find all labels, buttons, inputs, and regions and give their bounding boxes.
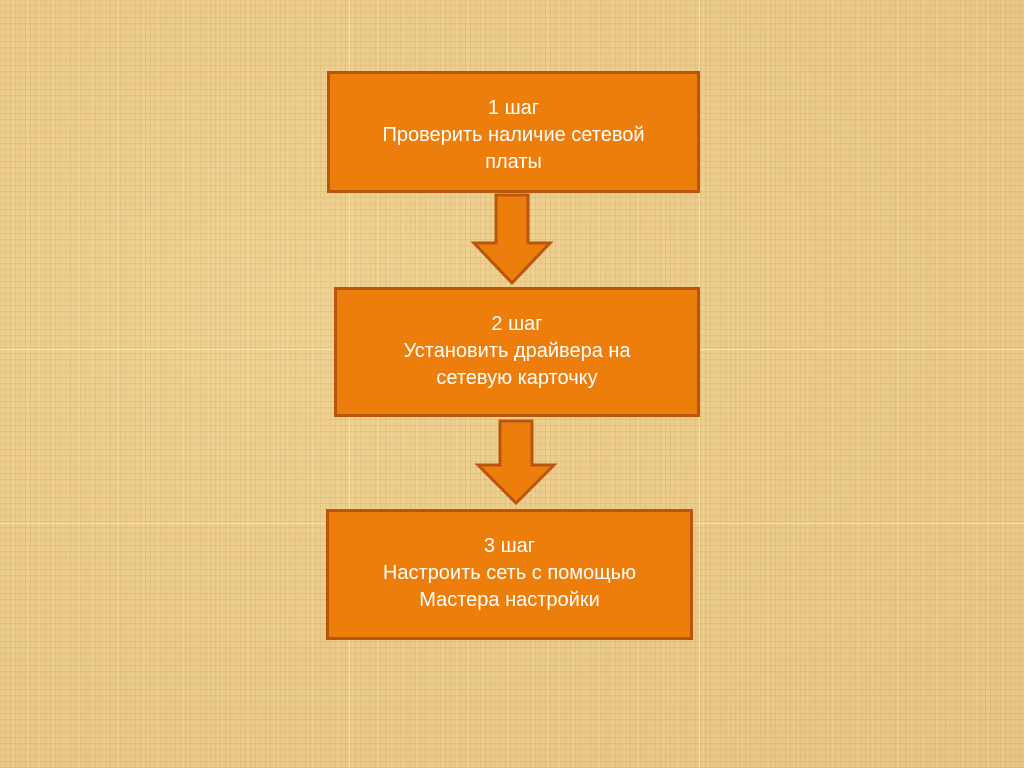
step-2-text-line1: Установить драйвера на xyxy=(403,340,631,362)
step-3-text-line1: Настроить сеть с помощью xyxy=(382,562,637,584)
step-2-text-line2: сетевую карточку xyxy=(436,367,598,389)
step-1-text-line2: платы xyxy=(485,151,542,173)
step-3-title: 3 шаг xyxy=(483,535,536,557)
step-1-box[interactable]: 1 шаг Проверить наличие сетевой платы xyxy=(327,71,700,193)
step-2-box[interactable]: 2 шаг Установить драйвера на сетевую кар… xyxy=(334,287,700,417)
arrow-down-icon xyxy=(470,193,554,286)
step-1-title: 1 шаг xyxy=(487,97,540,119)
step-1-text-line1: Проверить наличие сетевой xyxy=(382,124,645,146)
arrow-down-icon xyxy=(474,419,558,506)
step-2-title: 2 шаг xyxy=(491,313,543,335)
step-3-text-line2: Мастера настройки xyxy=(419,589,600,611)
step-3-box[interactable]: 3 шаг Настроить сеть с помощью Мастера н… xyxy=(326,509,693,640)
